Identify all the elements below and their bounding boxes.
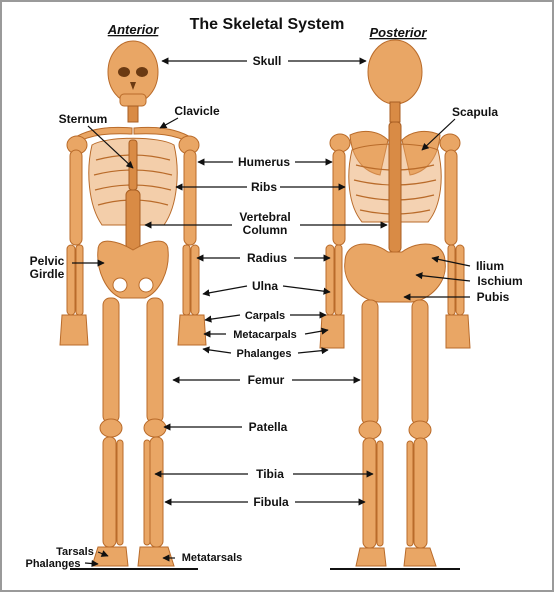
posterior-skeleton [319,39,471,570]
label-patella: Patella [249,420,288,434]
label-pelvic: Pelvic [30,254,65,268]
diagram-title: The Skeletal System [190,16,345,33]
label-phalanges-hand: Phalanges [236,348,291,360]
label-scapula: Scapula [452,105,498,119]
label-vertebral: Vertebral [239,210,290,224]
anterior-skeleton [59,40,207,570]
label-radius: Radius [247,251,287,265]
label-sternum: Sternum [59,112,108,126]
label-phalanges-foot: Phalanges [25,558,80,570]
label-pubis: Pubis [477,290,510,304]
label-tarsals: Tarsals [56,546,94,558]
label-femur: Femur [248,373,285,387]
label-ilium: Ilium [476,259,504,273]
label-carpals: Carpals [245,310,285,322]
label-fibula: Fibula [253,495,289,509]
label-ischium: Ischium [477,274,522,288]
label-humerus: Humerus [238,155,290,169]
anterior-heading: Anterior [107,22,160,37]
label-ribs: Ribs [251,180,277,194]
label-metatarsals: Metatarsals [182,552,243,564]
label-skull: Skull [253,54,282,68]
label-column: Column [243,223,288,237]
label-metacarpals: Metacarpals [233,329,297,341]
labels: Skull Sternum Clavicle Scapula Humerus R… [25,54,522,570]
label-clavicle: Clavicle [174,104,220,118]
leader-lines [72,57,471,568]
posterior-heading: Posterior [369,25,427,40]
label-girdle: Girdle [30,267,65,281]
label-tibia: Tibia [256,467,284,481]
label-ulna: Ulna [252,279,278,293]
